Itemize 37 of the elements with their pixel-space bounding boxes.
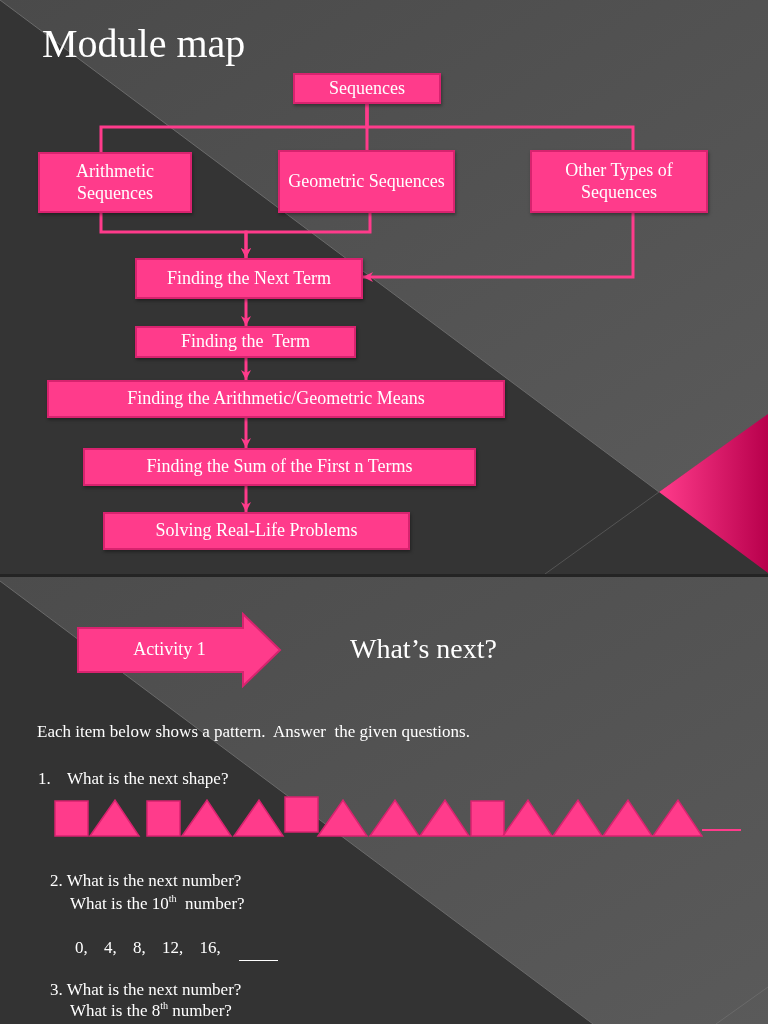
- process-box: [38, 152, 192, 213]
- question-text: 3. What is the next number?: [50, 980, 242, 1001]
- slide-heading: What’s next?: [350, 632, 497, 666]
- node-text: Finding the Term: [181, 331, 310, 353]
- node-text: Geometric Sequences: [288, 170, 445, 193]
- question-text: What is the 8$^{th}$ number?: [70, 1001, 232, 1022]
- question-text: 2. What is the next number?: [50, 871, 242, 892]
- process-box: [135, 258, 363, 299]
- question-text: What is the next shape?: [67, 769, 229, 790]
- question-text: What is the 10$^{th}$ number?: [70, 894, 245, 915]
- slide-title: Module map: [42, 22, 246, 66]
- node-text: Finding the Next Term: [167, 267, 331, 290]
- node-text: Sequences: [329, 77, 405, 100]
- process-box: [530, 150, 708, 213]
- node-text: Finding the Sum of the First n Terms: [146, 456, 413, 478]
- connector-arrow: [241, 486, 251, 512]
- connector-arrow: [363, 213, 635, 282]
- node-text: Solving Real-Life Problems: [155, 520, 358, 542]
- arrow-banner: [77, 612, 282, 688]
- node-text: Activity 1: [133, 639, 206, 661]
- connector-arrow: [241, 358, 251, 380]
- process-box: [293, 73, 441, 104]
- connector-arrow: [241, 418, 251, 448]
- process-box: [135, 326, 356, 358]
- process-box: [47, 380, 505, 418]
- connector-arrow: [241, 299, 251, 326]
- number-sequence: 0, 4, 8, 12, 16,: [75, 938, 221, 959]
- connector-arrow: [241, 213, 372, 258]
- instruction-text: Each item below shows a pattern. Answer the given questions.: [37, 722, 470, 743]
- connector-line: [365, 104, 635, 150]
- process-box: [278, 150, 455, 213]
- process-box: [103, 512, 410, 550]
- list-number: 1.: [38, 769, 51, 790]
- node-text: Finding the Arithmetic/Geometric Means: [127, 388, 425, 410]
- node-text: Arithmetic Sequences: [75, 160, 155, 205]
- process-box: [83, 448, 476, 486]
- node-text: Other Types of Sequences: [564, 159, 674, 204]
